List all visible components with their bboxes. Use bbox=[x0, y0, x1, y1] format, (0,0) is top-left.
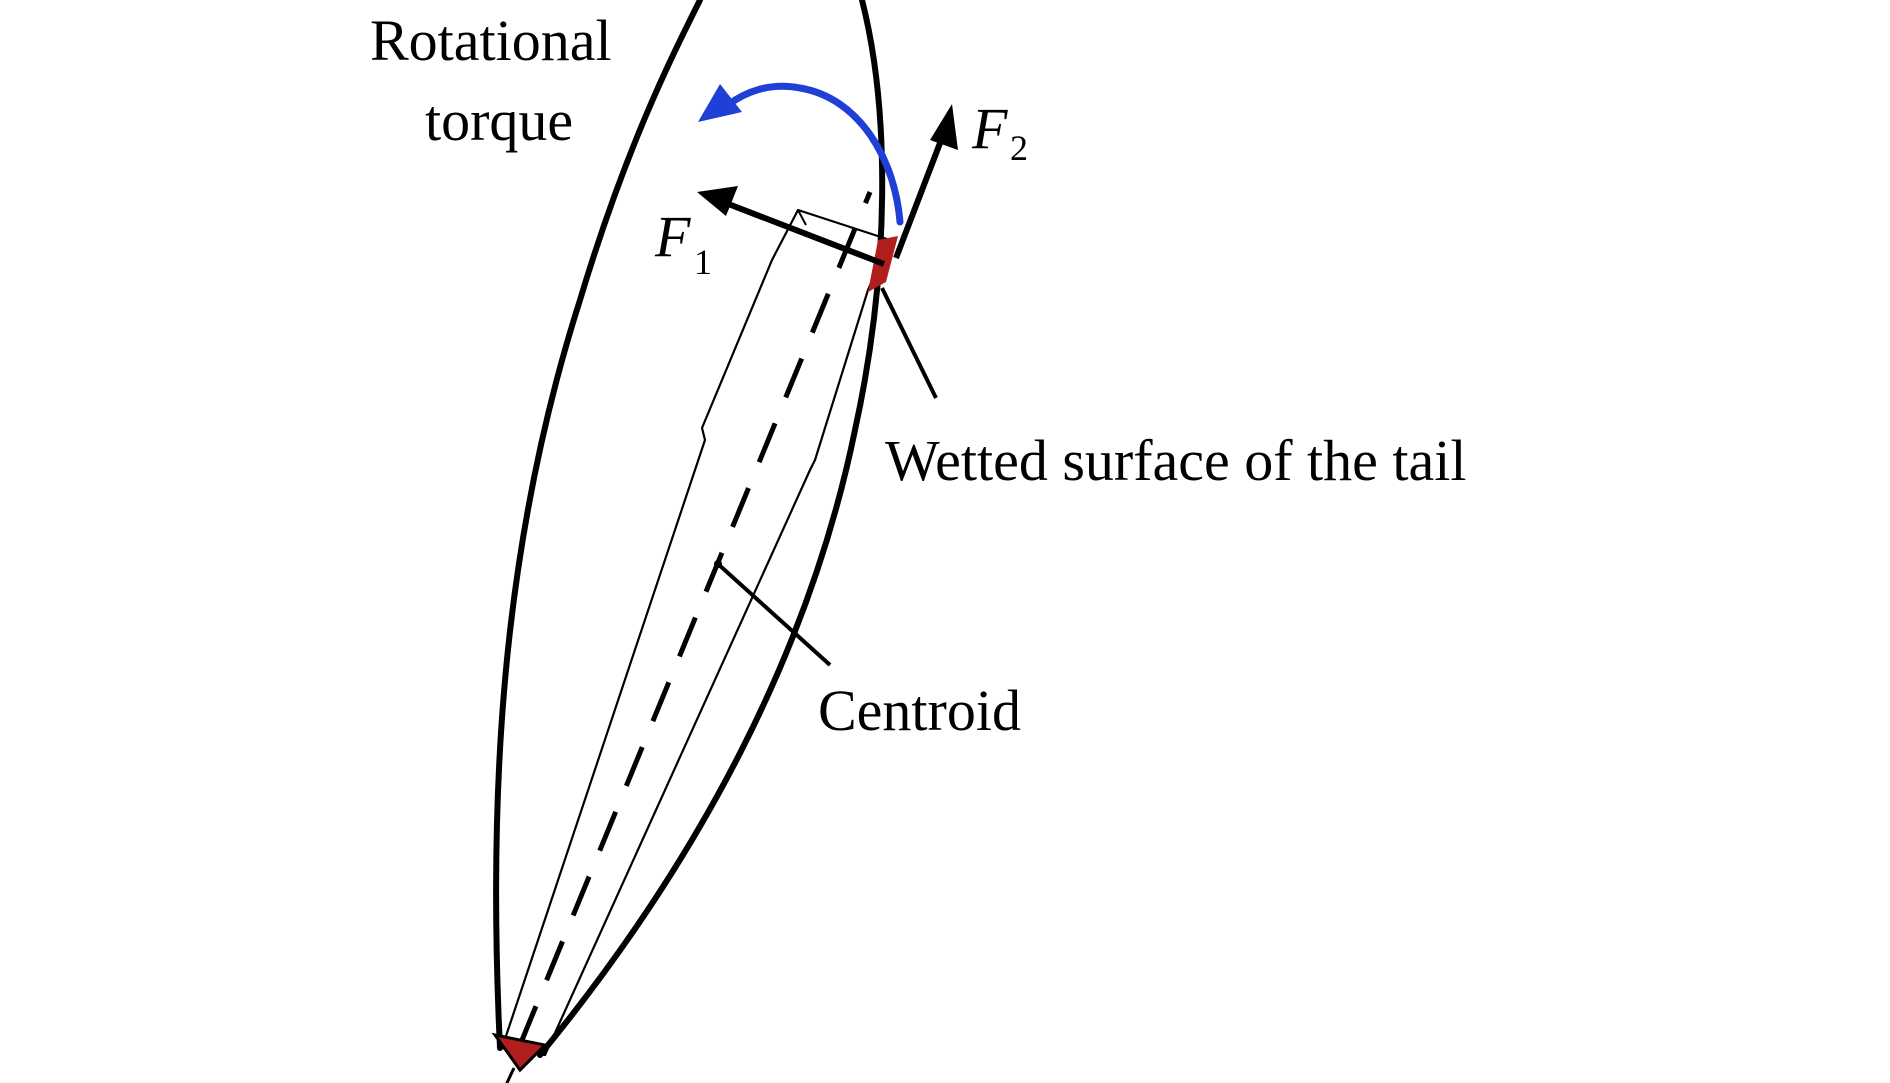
rotational-torque-label-line2: torque bbox=[425, 88, 573, 153]
f2-arrowhead bbox=[930, 104, 958, 150]
centroid-leader-line bbox=[716, 562, 832, 667]
projectile-body bbox=[500, 208, 892, 1057]
nose-needle bbox=[505, 1067, 516, 1083]
f1-arrowhead bbox=[697, 186, 738, 216]
f2-subscript: 2 bbox=[1010, 128, 1028, 168]
tail-notch bbox=[797, 209, 807, 226]
f1-label: F bbox=[654, 204, 691, 269]
rotational-torque-arrow bbox=[724, 82, 904, 226]
wetted-leader-line bbox=[880, 287, 938, 399]
rotational-torque-label-line1: Rotational bbox=[370, 8, 612, 73]
f2-arrow-shaft bbox=[893, 128, 948, 260]
wetted-surface-label: Wetted surface of the tail bbox=[885, 428, 1467, 493]
f2-label: F bbox=[971, 96, 1008, 161]
centerline bbox=[517, 191, 873, 1046]
rotational-torque-arrowhead bbox=[698, 84, 742, 122]
cavity-outline bbox=[493, 0, 886, 1058]
f1-subscript: 1 bbox=[694, 242, 712, 282]
centroid-label: Centroid bbox=[818, 678, 1021, 743]
f1-arrow-shaft bbox=[716, 197, 886, 267]
nose-tip bbox=[491, 1032, 549, 1073]
